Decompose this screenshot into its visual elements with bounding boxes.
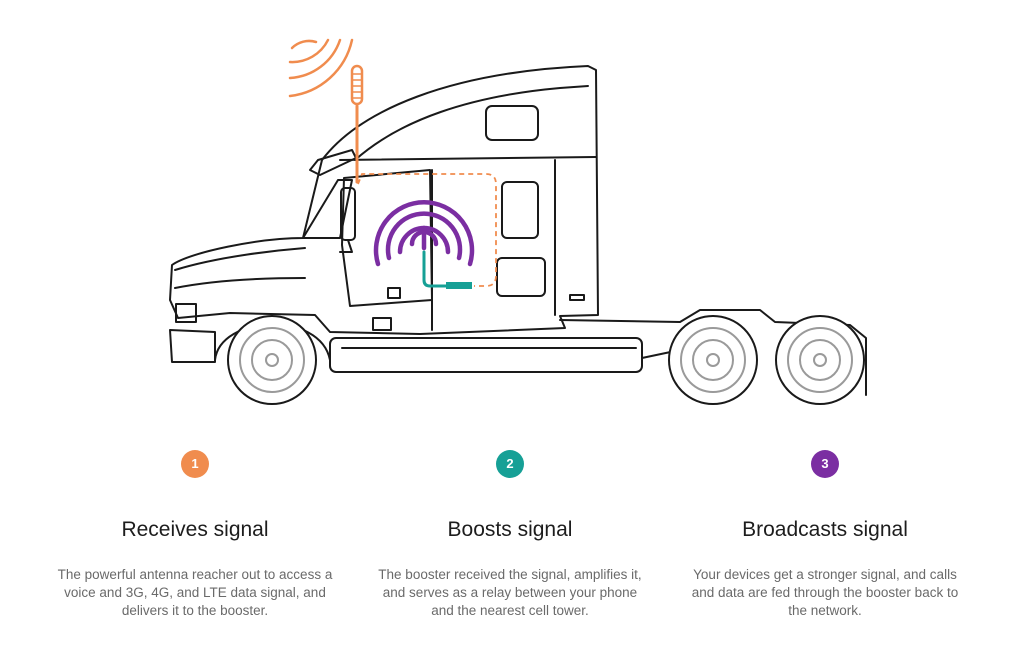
step-3-description: Your devices get a stronger signal, and …: [691, 567, 959, 618]
step-3-badge: 3: [811, 450, 839, 478]
rear-wheel-1: [668, 315, 758, 405]
cab-door: [341, 169, 433, 307]
fuel-tank: [329, 337, 643, 373]
truck-signal-illustration: [169, 38, 867, 405]
antenna-cable: [357, 173, 497, 287]
sleeper-window: [485, 105, 539, 141]
broadcast-waves: [373, 200, 475, 267]
front-wheel: [227, 315, 317, 405]
step-broadcasts: 3 Broadcasts signal Your devices get a s…: [665, 450, 985, 620]
step-1-title: Receives signal: [121, 518, 269, 541]
side-panel-lower: [496, 257, 546, 297]
step-2-description: The booster received the signal, amplifi…: [378, 567, 642, 618]
step-3-title: Broadcasts signal: [742, 518, 908, 541]
windshield: [302, 179, 353, 239]
step-1-badge: 1: [181, 450, 209, 478]
rear-wheel-2: [775, 315, 865, 405]
step-1-description: The powerful antenna reacher out to acce…: [57, 567, 333, 618]
truck-cab-body: [169, 65, 599, 335]
incoming-signal-waves: [288, 38, 354, 98]
booster: [422, 250, 472, 289]
step-receives: 1 Receives signal The powerful antenna r…: [35, 450, 355, 620]
step-2-title: Boosts signal: [447, 518, 573, 541]
step-boosts: 2 Boosts signal The booster received the…: [350, 450, 670, 620]
antenna: [350, 64, 364, 184]
side-panel-upper: [501, 181, 539, 239]
step-2-badge: 2: [496, 450, 524, 478]
headlight: [175, 303, 197, 323]
